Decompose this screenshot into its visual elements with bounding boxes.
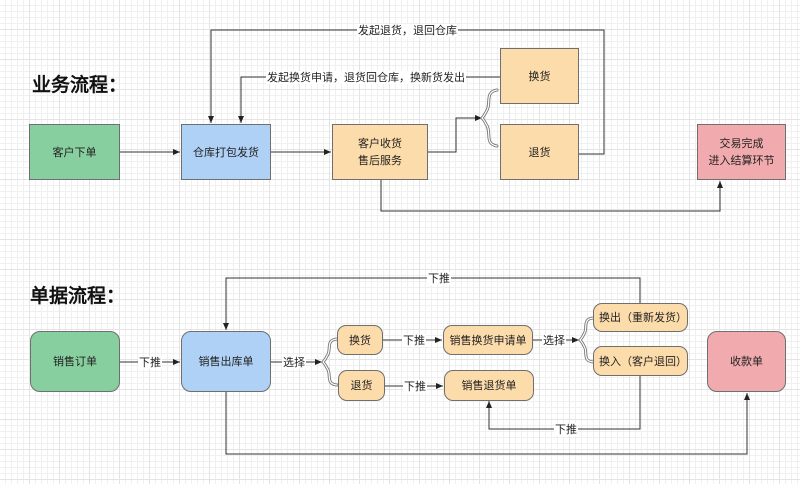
node-return[interactable]: 退货 [500,124,579,180]
edge-label-push-2: 下推 [402,334,426,347]
node-warehouse-ship[interactable]: 仓库打包发货 [181,124,271,180]
edge-label-select-2: 选择 [542,334,566,347]
node-sales-outbound[interactable]: 销售出库单 [181,331,271,392]
node-exchange[interactable]: 换货 [500,48,579,104]
edge-label-push-3: 下推 [403,380,427,393]
node-transaction-complete[interactable]: 交易完成 进入结算环节 [697,124,786,180]
edge-label-push-5: 下推 [554,423,578,436]
node-customer-order[interactable]: 客户下单 [29,124,120,180]
edge-label-select-1: 选择 [282,356,306,369]
edge-label-push-1: 下推 [138,356,162,369]
edge-receive-to-complete [380,180,723,212]
edge-return-to-warehouse [208,29,605,155]
document-flow-title: 单据流程： [30,285,126,307]
node-customer-receive[interactable]: 客户收货 售后服务 [332,124,428,180]
node-exchange-out[interactable]: 换出（重新发货） [593,303,688,332]
edge-label-exchange: 发起换货申请，退货回仓库，换新货发出 [266,71,466,84]
edge-exchangeout-to-outbound [223,277,641,330]
node-doc-return[interactable]: 退货 [338,370,385,401]
edge-label-push-4: 下推 [427,272,451,285]
node-exchange-request[interactable]: 销售换货申请单 [443,325,533,355]
edge-label-return: 发起退货，退回仓库 [357,24,458,37]
node-receipt[interactable]: 收款单 [707,331,786,392]
node-exchange-in[interactable]: 换入（客户退回） [593,346,688,376]
edge-receive-to-brace [428,115,482,153]
business-flow-title: 业务流程： [32,74,128,96]
node-sales-order[interactable]: 销售订单 [30,331,120,392]
node-doc-exchange[interactable]: 换货 [337,325,383,355]
node-return-order[interactable]: 销售退货单 [444,370,534,401]
brace-document-1 [320,337,339,387]
edge-outbound-to-receipt [225,392,750,455]
